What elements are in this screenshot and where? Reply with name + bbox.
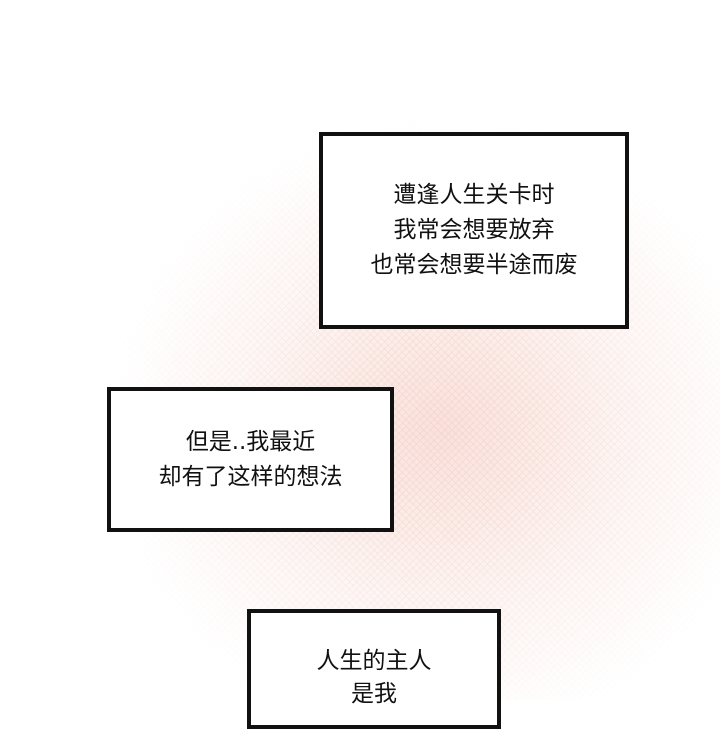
- caption-box-3: 人生的主人 是我: [247, 609, 501, 729]
- pink-texture-background: [0, 0, 720, 700]
- caption-line: 遭逢人生关卡时: [393, 182, 555, 208]
- caption-box-1: 遭逢人生关卡时 我常会想要放弃 也常会想要半途而废: [319, 132, 629, 329]
- caption-line: 却有了这样的想法: [158, 463, 343, 490]
- caption-box-2: 但是..我最近 却有了这样的想法: [107, 387, 394, 532]
- caption-line: 是我: [351, 681, 397, 707]
- caption-line: 但是..我最近: [185, 428, 316, 455]
- caption-line: 我常会想要放弃: [393, 217, 555, 243]
- caption-line: 也常会想要半途而废: [370, 252, 578, 278]
- caption-line: 人生的主人: [316, 648, 432, 674]
- crosshatch-texture: [0, 0, 720, 700]
